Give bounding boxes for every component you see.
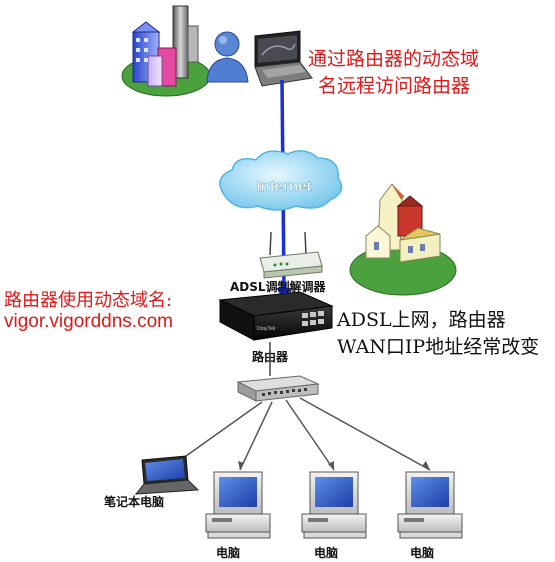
cloud-icon xyxy=(219,150,343,211)
laptop-icon xyxy=(134,455,200,495)
pc1-label: 电脑 xyxy=(216,545,240,560)
computer-icon xyxy=(397,471,463,539)
pc3-label: 电脑 xyxy=(410,545,434,560)
switch-icon xyxy=(236,375,320,402)
laptop-icon xyxy=(254,30,313,87)
computer-icon xyxy=(301,471,367,539)
church-icon xyxy=(349,183,457,296)
lan-links xyxy=(171,397,431,471)
city-buildings-icon xyxy=(121,5,211,97)
adsl-modem-label: ADSL调制解调器 xyxy=(230,279,327,294)
adsl-note-line1: ADSL上网，路由器 xyxy=(337,309,506,331)
router-brand-logo: DrayTek xyxy=(257,326,276,332)
pc2-label: 电脑 xyxy=(314,545,338,560)
internet-label: Internet xyxy=(256,178,311,195)
remote-access-line1: 通过路由器的动态域 xyxy=(308,48,480,70)
modem-icon xyxy=(259,231,323,279)
user-icon xyxy=(206,31,249,83)
computer-icon xyxy=(205,471,271,539)
laptop-label: 笔记本电脑 xyxy=(104,494,164,509)
remote-access-label: 通过路由器的动态域 名远程访问路由器 xyxy=(308,46,479,100)
adsl-note-line2: WAN口IP地址经常改变 xyxy=(337,336,540,358)
arrow-tips xyxy=(172,458,430,470)
router-domain-value: vigor.vigorddns.com xyxy=(4,311,173,332)
router-icon xyxy=(218,291,334,341)
adsl-note: ADSL上网，路由器 WAN口IP地址经常改变 xyxy=(337,307,539,361)
router-domain-title: 路由器使用动态域名: xyxy=(4,290,173,311)
remote-access-line2: 名远程访问路由器 xyxy=(318,75,471,97)
